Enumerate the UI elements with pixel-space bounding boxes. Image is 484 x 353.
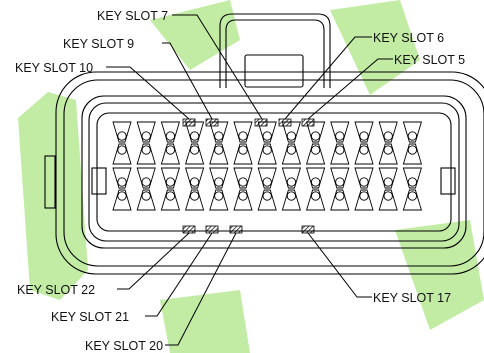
terminal-cavity — [330, 143, 350, 165]
terminal-cavity — [378, 143, 398, 165]
terminal-cavity — [330, 167, 350, 189]
terminal-cavity — [305, 121, 326, 143]
terminal-cavity — [136, 143, 156, 165]
label-key-slot-5: KEY SLOT 5 — [394, 53, 465, 67]
terminal-grid — [112, 121, 423, 211]
key-slot-9-marker — [205, 118, 219, 127]
terminal-cavity — [209, 143, 229, 165]
terminal-cavity — [378, 121, 398, 143]
terminal-cavity — [378, 189, 398, 211]
terminal-cavity — [402, 167, 423, 189]
key-slot-22-marker — [182, 225, 196, 234]
terminal-cavity — [281, 167, 302, 189]
terminal-cavity — [112, 121, 132, 143]
terminal-cavity — [354, 189, 374, 211]
connector-housing — [44, 13, 484, 275]
terminal-cavity — [184, 143, 205, 165]
terminal-cavity — [378, 167, 398, 189]
label-key-slot-7: KEY SLOT 7 — [97, 9, 168, 23]
label-key-slot-20: KEY SLOT 20 — [85, 339, 163, 353]
terminal-cavity — [354, 121, 374, 143]
terminal-cavity — [184, 189, 205, 211]
terminal-cavity — [160, 143, 181, 165]
terminal-cavity — [160, 189, 181, 211]
leader-slot17 — [307, 232, 372, 298]
terminal-cavity — [305, 143, 326, 165]
watermark — [18, 0, 484, 353]
terminal-cavity — [160, 167, 181, 189]
leader-slot20 — [165, 232, 237, 346]
terminal-cavity — [330, 121, 350, 143]
terminal-cavity — [112, 143, 132, 165]
leader-lines — [106, 14, 393, 346]
terminal-cavity — [257, 143, 277, 165]
key-slot-17-marker — [301, 225, 315, 234]
key-slot-5-marker — [301, 118, 315, 127]
terminal-cavity — [402, 121, 423, 143]
terminal-cavity — [402, 189, 423, 211]
key-slot-10-marker — [182, 118, 196, 127]
key-slot-6-marker — [278, 118, 292, 127]
terminal-cavity — [233, 189, 253, 211]
terminal-cavity — [305, 189, 326, 211]
terminal-cavity — [112, 167, 132, 189]
terminal-cavity — [233, 143, 253, 165]
leader-slot10 — [106, 66, 190, 120]
terminal-cavity — [209, 167, 229, 189]
leader-slot9 — [162, 42, 213, 120]
terminal-cavity — [233, 121, 253, 143]
key-slot-markers — [182, 118, 315, 234]
leader-slot6 — [284, 36, 372, 120]
terminal-cavity — [112, 189, 132, 211]
label-key-slot-10: KEY SLOT 10 — [15, 61, 93, 75]
terminal-cavity — [257, 121, 277, 143]
terminal-cavity — [136, 167, 156, 189]
terminal-cavity — [257, 189, 277, 211]
terminal-cavity — [136, 189, 156, 211]
callout-labels: KEY SLOT 7 KEY SLOT 9 KEY SLOT 10 KEY SL… — [15, 9, 465, 353]
terminal-cavity — [160, 121, 181, 143]
label-key-slot-22: KEY SLOT 22 — [17, 283, 95, 297]
label-key-slot-17: KEY SLOT 17 — [373, 291, 451, 305]
leader-slot7 — [172, 14, 263, 120]
label-key-slot-6: KEY SLOT 6 — [373, 31, 444, 45]
key-slot-20-marker — [229, 225, 243, 234]
key-slot-7-marker — [254, 118, 268, 127]
terminal-cavity — [184, 121, 205, 143]
terminal-cavity — [305, 167, 326, 189]
terminal-cavity — [402, 143, 423, 165]
terminal-cavity — [233, 167, 253, 189]
leader-slot5 — [307, 58, 393, 120]
terminal-cavity — [209, 121, 229, 143]
terminal-cavity — [184, 167, 205, 189]
terminal-cavity — [330, 189, 350, 211]
terminal-cavity — [136, 121, 156, 143]
terminal-cavity — [281, 143, 302, 165]
leader-slot21 — [145, 232, 213, 317]
terminal-cavity — [281, 121, 302, 143]
terminal-cavity — [354, 143, 374, 165]
leader-slot22 — [117, 232, 190, 290]
terminal-cavity — [257, 167, 277, 189]
key-slot-21-marker — [205, 225, 219, 234]
label-key-slot-21: KEY SLOT 21 — [51, 310, 129, 324]
terminal-cavity — [281, 189, 302, 211]
label-key-slot-9: KEY SLOT 9 — [63, 37, 134, 51]
terminal-cavity — [209, 189, 229, 211]
terminal-cavity — [354, 167, 374, 189]
